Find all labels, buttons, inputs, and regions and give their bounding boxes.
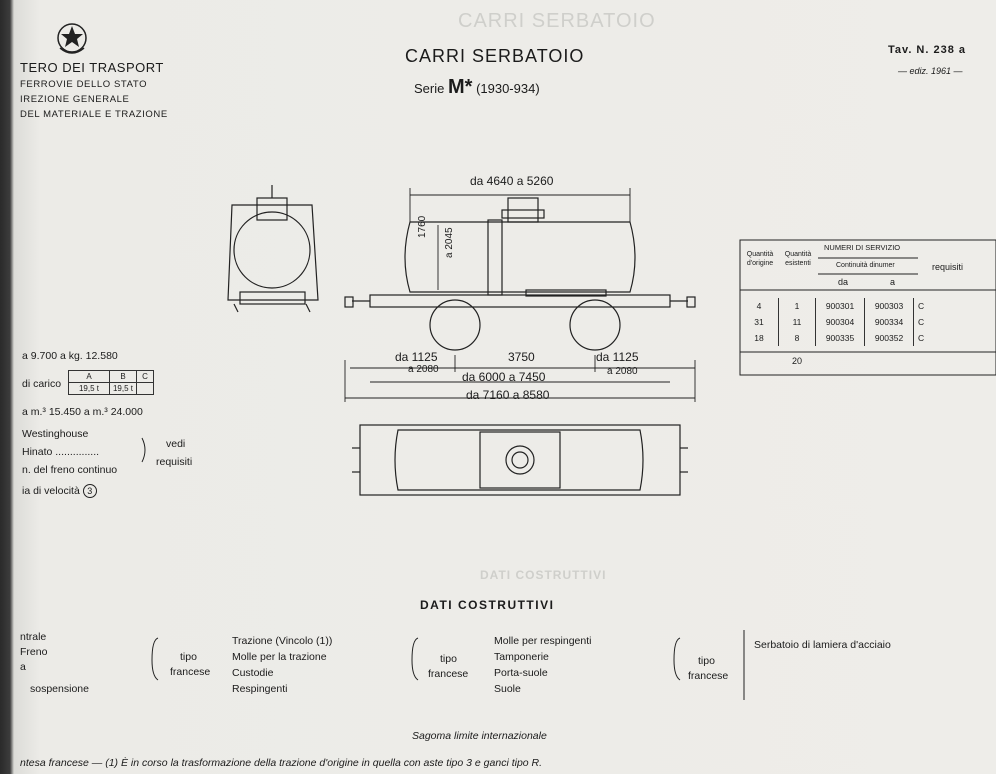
tipo-label-1: tipo xyxy=(180,651,197,663)
dim-right-offset-2: a 2080 xyxy=(607,366,638,377)
dati-left-label-3: a xyxy=(20,661,26,673)
ministry-title: TERO DEI TRASPORT xyxy=(20,60,164,75)
footer-note: ntesa francese — (1) È in corso la trasf… xyxy=(20,757,543,769)
tavola-edition: — ediz. 1961 — xyxy=(898,66,963,76)
page-title: CARRI SERBATOIO xyxy=(405,46,585,66)
dati-left-label-1: ntrale xyxy=(20,631,47,643)
dati-col2-item-1: Molle per respingenti xyxy=(494,635,592,647)
department-line-2: IREZIONE GENERALE xyxy=(20,94,130,105)
cell-esistenti: 8 xyxy=(778,330,816,346)
cell-requisiti: C xyxy=(913,314,972,330)
service-table: 4 1 900301 900303 C 31 11 900304 900334 … xyxy=(740,298,972,346)
requisiti-label: requisiti xyxy=(156,456,193,468)
dati-col2-item-4: Suole xyxy=(494,683,521,695)
brace-lines xyxy=(141,437,745,700)
col-header-numeri: NUMERI DI SERVIZIO xyxy=(824,243,901,252)
francese-label-1: francese xyxy=(170,666,211,678)
dimension-lines xyxy=(344,188,696,402)
col-header-continua: Continuità dinumer xyxy=(836,262,895,269)
dim-tank-height-1: 1760 xyxy=(417,215,428,238)
cell-requisiti: C xyxy=(913,298,972,314)
dati-col2-item-2: Tamponerie xyxy=(494,651,549,663)
carico-value-c xyxy=(136,382,154,395)
cell-esistenti: 1 xyxy=(778,298,816,314)
volume: a m.³ 15.450 a m.³ 24.000 xyxy=(22,406,143,418)
service-total: 20 xyxy=(792,356,803,366)
brake-westinghouse: Westinghouse xyxy=(22,428,89,440)
carico-header-a: A xyxy=(68,370,110,383)
dim-total-length: da 7160 a 8580 xyxy=(466,388,550,402)
dim-tank-height-2: a 2045 xyxy=(444,227,455,258)
series-line: Serie M* (1930-934) xyxy=(414,76,540,99)
cell-a: 900334 xyxy=(864,314,914,330)
table-row: 31 11 900304 900334 C xyxy=(740,314,972,330)
dati-col1-item-4: Respingenti xyxy=(232,683,288,695)
table-row: 4 1 900301 900303 C xyxy=(740,298,972,314)
end-view-drawing xyxy=(227,185,319,313)
cell-origine: 31 xyxy=(754,317,764,327)
emblem-icon xyxy=(57,23,87,54)
vedi-label: vedi xyxy=(166,438,186,450)
dim-wheelbase: 3750 xyxy=(508,350,535,364)
brake-line-2: Hinato ............... xyxy=(22,446,100,458)
cell-origine: 4 xyxy=(756,301,762,311)
dim-right-offset-1: da 1125 xyxy=(596,350,639,364)
dim-left-offset-1: da 1125 xyxy=(395,350,438,364)
carico-table: A B C 19,5 t 19,5 t xyxy=(68,370,154,395)
col-header-origine: Quantità d'origine xyxy=(746,251,774,267)
col-header-esistenti: Quantità esistenti xyxy=(784,251,812,267)
dati-sospensione: sospensione xyxy=(30,683,89,695)
tipo-label-3: tipo xyxy=(698,655,715,667)
cell-da: 900335 xyxy=(815,330,865,346)
series-years: (1930-934) xyxy=(476,81,540,96)
tavola-number: Tav. N. 238 a xyxy=(888,44,967,56)
francese-label-3: francese xyxy=(688,670,729,682)
cell-a: 900303 xyxy=(864,298,914,314)
dati-col3-item-1: Serbatoio di lamiera d'acciaio xyxy=(754,639,891,651)
dim-left-offset-2: a 2080 xyxy=(408,364,439,375)
dim-frame-length: da 6000 a 7450 xyxy=(462,370,546,384)
dati-costruttivi-title: DATI COSTRUTTIVI xyxy=(420,598,555,612)
dati-col2-item-3: Porta-suole xyxy=(494,667,548,679)
dati-col1-item-3: Custodie xyxy=(232,667,274,679)
bleed-through-title: CARRI SERBATOIO xyxy=(458,10,656,32)
service-table-frame xyxy=(739,239,996,376)
carico-value-a: 19,5 t xyxy=(68,382,110,395)
bleed-through-subtitle: DATI COSTRUTTIVI xyxy=(480,568,607,582)
department-line-1: FERROVIE DELLO STATO xyxy=(20,79,148,90)
francese-label-2: francese xyxy=(428,668,469,680)
cell-da: 900301 xyxy=(815,298,865,314)
side-view-drawing xyxy=(344,197,696,351)
series-label: Serie xyxy=(414,81,445,96)
department-line-3: DEL MATERIALE E TRAZIONE xyxy=(20,109,168,120)
tare-weight: a 9.700 a kg. 12.580 xyxy=(22,350,118,362)
carico-value-b: 19,5 t xyxy=(109,382,137,395)
speed-class-label: ia di velocità xyxy=(22,485,80,497)
col-header-a: a xyxy=(890,277,896,287)
carico-label: di carico xyxy=(22,378,62,390)
dati-left-label-2: Freno xyxy=(20,646,48,658)
sagoma-limite: Sagoma limite internazionale xyxy=(412,730,547,742)
plan-view-drawing xyxy=(352,424,688,496)
series-code: M* xyxy=(447,76,473,98)
cell-esistenti: 11 xyxy=(778,314,816,330)
col-header-requisiti: requisiti xyxy=(932,262,964,272)
dati-col1-item-1: Trazione (Vincolo (1)) xyxy=(232,635,333,647)
carico-header-c: C xyxy=(136,370,154,383)
col-header-da: da xyxy=(838,277,849,287)
table-row: 18 8 900335 900352 C xyxy=(740,330,972,346)
cell-a: 900352 xyxy=(864,330,914,346)
cell-requisiti: C xyxy=(913,330,972,346)
speed-class-number: 3 xyxy=(82,484,97,498)
dim-tank-length: da 4640 a 5260 xyxy=(470,174,554,188)
cell-da: 900304 xyxy=(815,314,865,330)
tipo-label-2: tipo xyxy=(440,653,457,665)
carico-header-b: B xyxy=(109,370,137,383)
cell-origine: 18 xyxy=(754,333,764,343)
dati-col1-item-2: Molle per la trazione xyxy=(232,651,327,663)
brake-line-3: n. del freno continuo xyxy=(22,464,118,476)
speed-class: ia di velocità 3 xyxy=(22,484,97,498)
